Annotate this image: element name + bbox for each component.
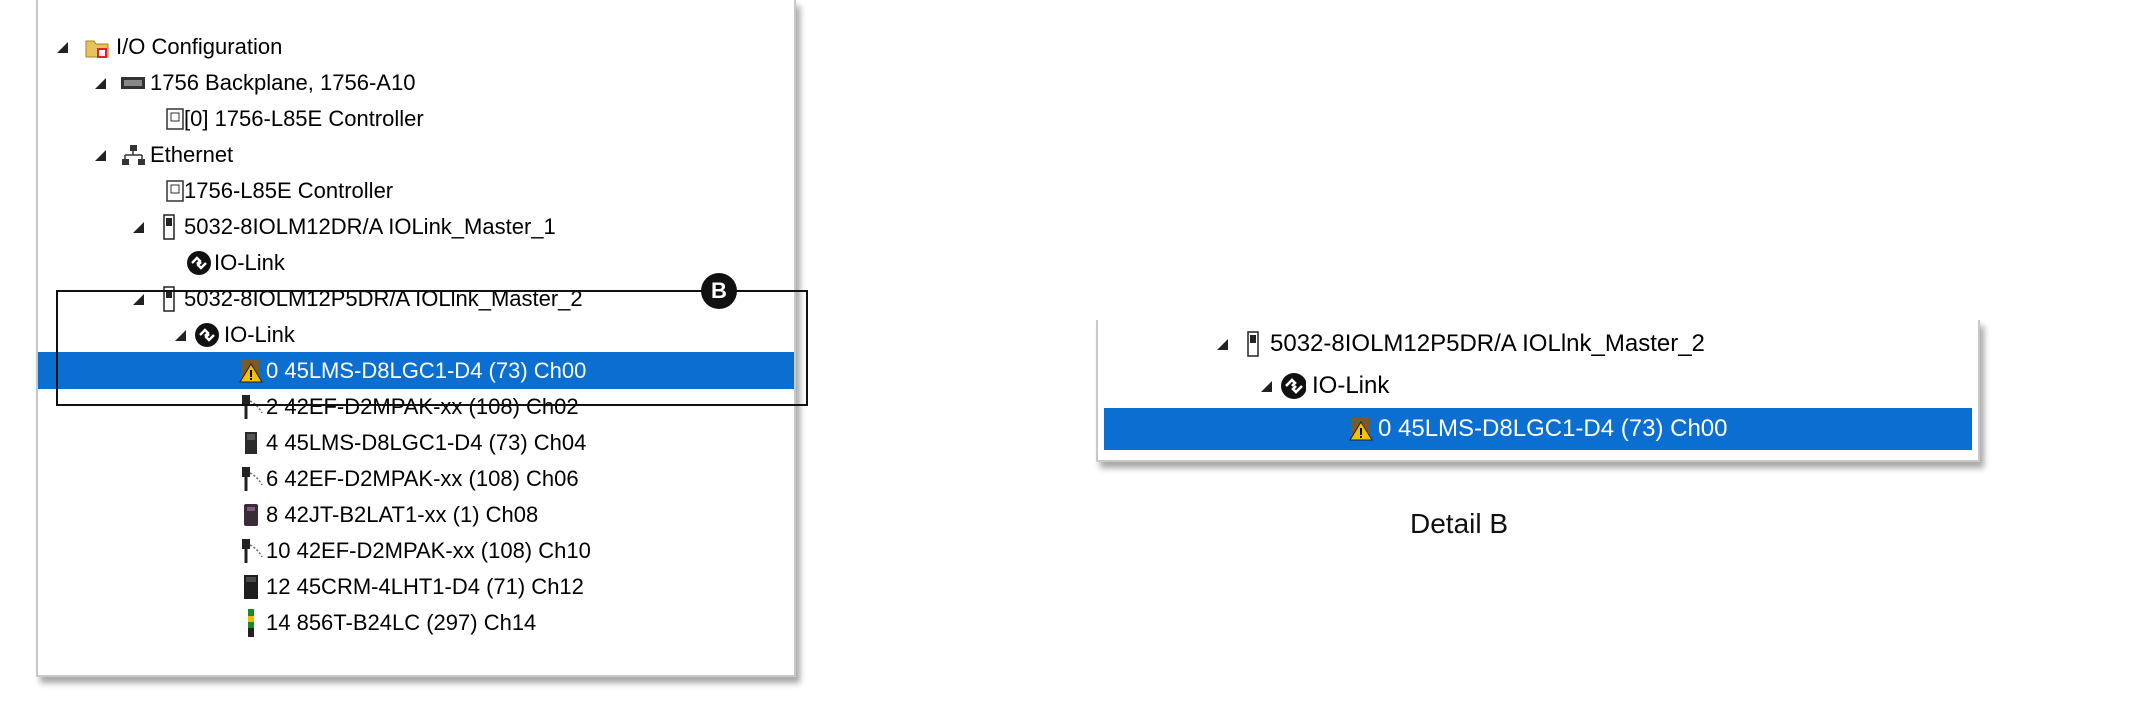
tree-node-label: 4 45LMS-D8LGC1-D4 (73) Ch04 (266, 429, 587, 455)
tree-node-device-ch02[interactable]: 2 42EF-D2MPAK-xx (108) Ch02 (38, 388, 794, 425)
tree-node-label: I/O Configuration (116, 33, 283, 59)
backplane-icon (120, 70, 146, 96)
detail-b-panel: 5032-8IOLM12P5DR/A IOLlnk_Master_2 IO-Li… (1096, 320, 1980, 462)
warning-icon (1348, 416, 1374, 442)
callout-badge: B (701, 273, 737, 309)
tree-node-io-configuration[interactable]: I/O Configuration (38, 28, 794, 65)
tree-node-ethernet[interactable]: Ethernet (38, 136, 794, 173)
distance-sensor-icon (238, 430, 264, 456)
controller-icon (162, 106, 188, 132)
expanded-arrow-icon[interactable] (172, 327, 188, 343)
tree-node-label: 1756-L85E Controller (184, 177, 394, 203)
tree-node-device-ch00[interactable]: 0 45LMS-D8LGC1-D4 (73) Ch00 (38, 352, 794, 389)
sensor-cable-icon (238, 466, 264, 492)
expanded-arrow-icon[interactable] (130, 219, 146, 235)
tree-node-label: [0] 1756-L85E Controller (184, 105, 424, 131)
tree-node-label: 14 856T-B24LC (297) Ch14 (266, 609, 537, 635)
tree-node-backplane-controller[interactable]: [0] 1756-L85E Controller (38, 100, 794, 137)
tree-node-label: 8 42JT-B2LAT1-xx (1) Ch08 (266, 501, 539, 527)
controller-icon (162, 178, 188, 204)
tree-node-label: IO-Link (224, 321, 295, 347)
io-configuration-tree: I/O Configuration 1756 Backplane, 1756-A… (36, 0, 796, 677)
expanded-arrow-icon[interactable] (130, 291, 146, 307)
folder-icon (84, 34, 110, 60)
tree-node-iolink-master-2[interactable]: 5032-8IOLM12P5DR/A IOLlnk_Master_2 (38, 280, 794, 317)
tree-node-iolink-port-1[interactable]: IO-Link (38, 244, 794, 281)
tree-node-iolink-master-2[interactable]: 5032-8IOLM12P5DR/A IOLlnk_Master_2 (1098, 324, 1978, 364)
tree-node-ethernet-controller[interactable]: 1756-L85E Controller (38, 172, 794, 209)
tree-node-device-ch12[interactable]: 12 45CRM-4LHT1-D4 (71) Ch12 (38, 568, 794, 605)
tree-node-device-ch14[interactable]: 14 856T-B24LC (297) Ch14 (38, 604, 794, 641)
warning-icon (238, 358, 264, 384)
tree-node-label: 10 42EF-D2MPAK-xx (108) Ch10 (266, 537, 591, 563)
tree-node-label: 5032-8IOLM12P5DR/A IOLlnk_Master_2 (184, 285, 583, 311)
iolink-master-module-icon (156, 213, 182, 240)
iolink-master-module-icon (156, 285, 182, 312)
iolink-icon (194, 322, 220, 348)
tree-node-label: IO-Link (214, 249, 285, 275)
tree-node-label: 5032-8IOLM12DR/A IOLink_Master_1 (184, 213, 556, 239)
tree-node-iolink-port-2[interactable]: IO-Link (1098, 366, 1978, 406)
tree-node-iolink-master-1[interactable]: 5032-8IOLM12DR/A IOLink_Master_1 (38, 208, 794, 245)
expanded-arrow-icon[interactable] (54, 39, 70, 55)
expanded-arrow-icon[interactable] (1258, 378, 1274, 394)
tree-node-backplane[interactable]: 1756 Backplane, 1756-A10 (38, 64, 794, 101)
tree-node-device-ch08[interactable]: 8 42JT-B2LAT1-xx (1) Ch08 (38, 496, 794, 533)
expanded-arrow-icon[interactable] (92, 75, 108, 91)
network-icon (120, 142, 146, 168)
tree-node-label: 5032-8IOLM12P5DR/A IOLlnk_Master_2 (1270, 330, 1705, 357)
tree-node-label: 0 45LMS-D8LGC1-D4 (73) Ch00 (266, 357, 587, 383)
color-sensor-icon (238, 574, 264, 600)
iolink-icon (1280, 373, 1306, 399)
tree-node-device-ch00[interactable]: 0 45LMS-D8LGC1-D4 (73) Ch00 (1104, 408, 1972, 450)
callout-highlight-box (56, 290, 808, 406)
stack-light-icon (238, 608, 264, 637)
detail-caption: Detail B (1410, 508, 1509, 539)
photo-sensor-icon (238, 502, 264, 528)
iolink-master-module-icon (1240, 331, 1266, 357)
tree-node-label: Ethernet (150, 141, 234, 167)
tree-node-iolink-port-2[interactable]: IO-Link (38, 316, 794, 353)
expanded-arrow-icon[interactable] (1214, 336, 1230, 352)
tree-node-device-ch06[interactable]: 6 42EF-D2MPAK-xx (108) Ch06 (38, 460, 794, 497)
tree-node-label: 2 42EF-D2MPAK-xx (108) Ch02 (266, 393, 579, 419)
tree-node-label: 6 42EF-D2MPAK-xx (108) Ch06 (266, 465, 579, 491)
tree-node-label: 12 45CRM-4LHT1-D4 (71) Ch12 (266, 573, 584, 599)
tree-node-device-ch04[interactable]: 4 45LMS-D8LGC1-D4 (73) Ch04 (38, 424, 794, 461)
iolink-icon (186, 250, 212, 276)
tree-node-label: 0 45LMS-D8LGC1-D4 (73) Ch00 (1378, 415, 1728, 442)
sensor-cable-icon (238, 538, 264, 564)
expanded-arrow-icon[interactable] (92, 147, 108, 163)
tree-node-device-ch10[interactable]: 10 42EF-D2MPAK-xx (108) Ch10 (38, 532, 794, 569)
tree-node-label: IO-Link (1312, 372, 1390, 399)
tree-node-label: 1756 Backplane, 1756-A10 (150, 69, 416, 95)
